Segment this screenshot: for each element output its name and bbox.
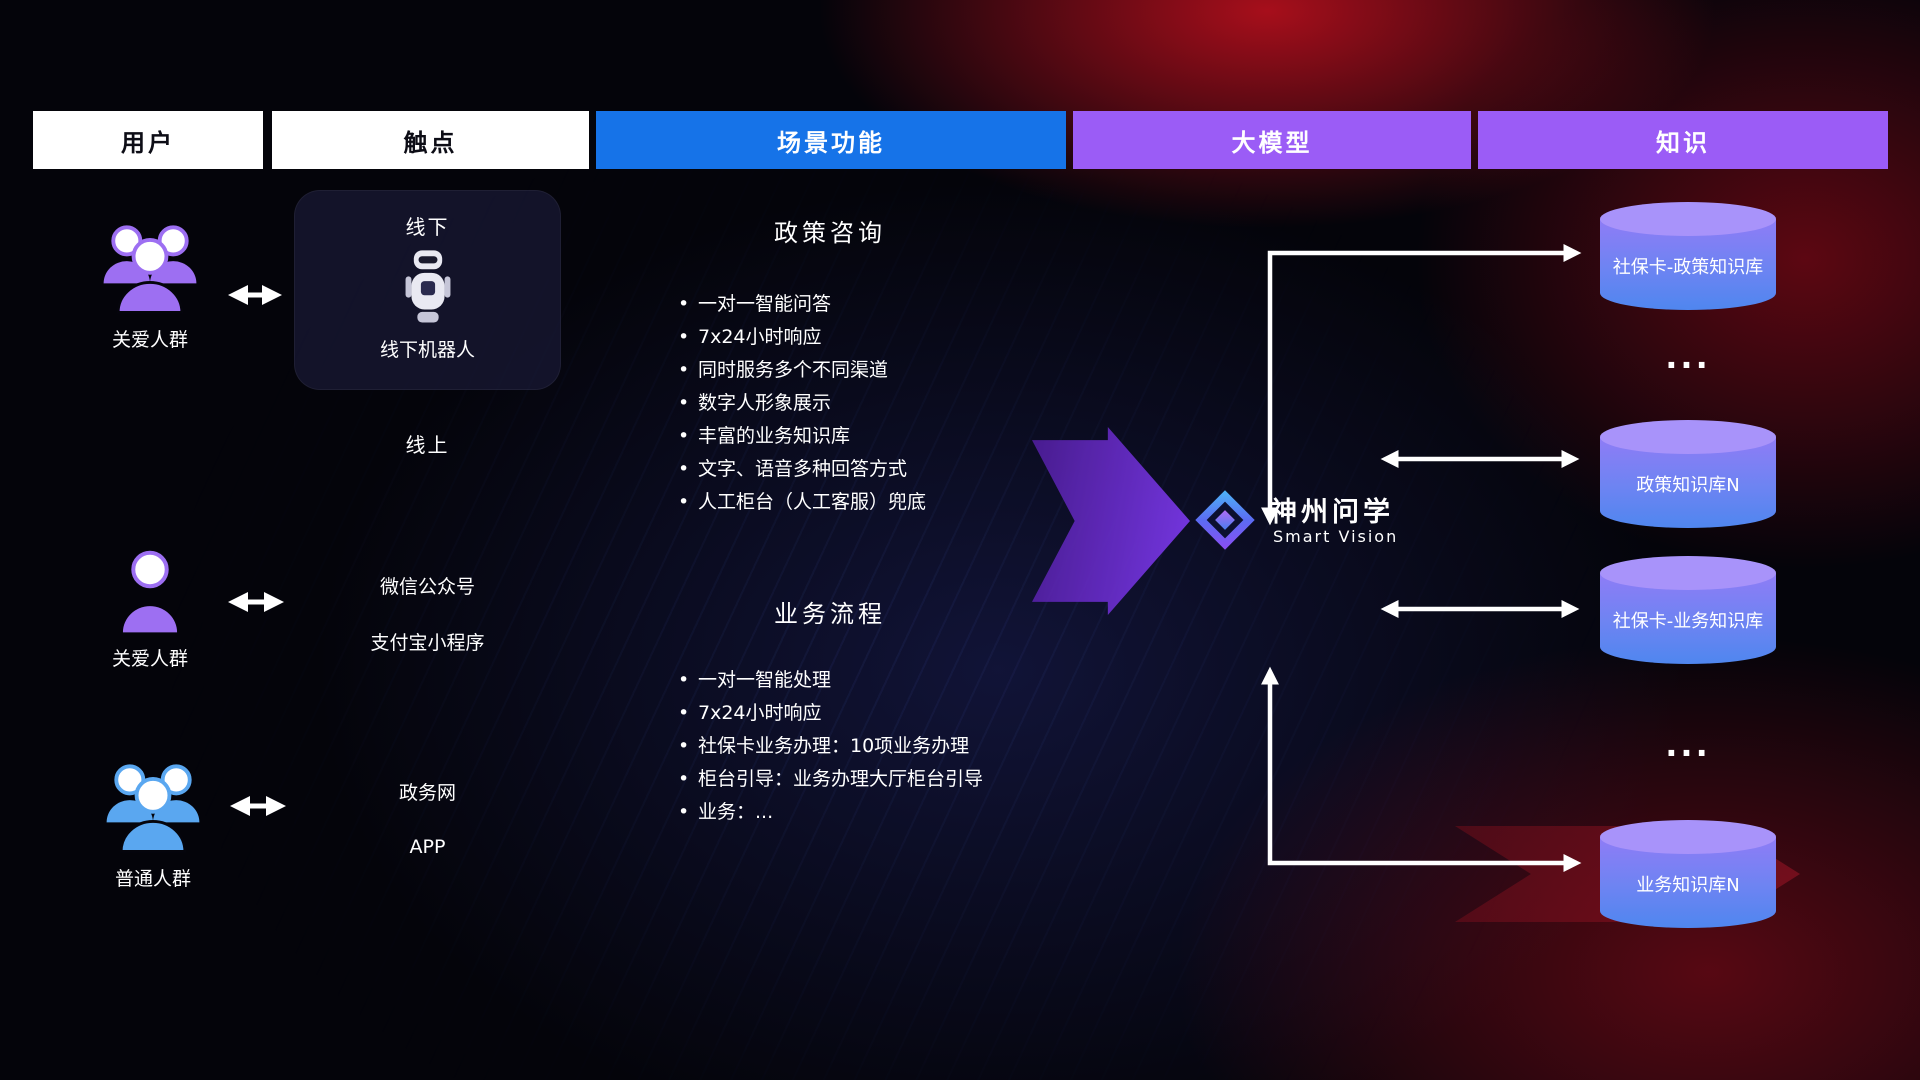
wechat-label: 微信公众号 [379,576,475,598]
header-label: 场景功能 [777,128,885,157]
header-cell-touchpoints: 触点 [272,111,589,169]
knowledge-db-policy-n: 政策知识库N [1600,420,1776,528]
scenario-item: 人工柜台（人工客服）兜底 [676,486,926,519]
user-single-icon [122,550,178,633]
scenario-item: 业务：... [676,796,983,829]
db-label: 社保卡-政策知识库 [1612,257,1764,278]
ellipsis: ... [1665,338,1711,376]
ellipsis: ... [1665,726,1711,764]
scenario-item: 7x24小时响应 [676,321,926,354]
user-label: 普通人群 [114,868,191,890]
header-cell-knowledge: 知识 [1478,111,1888,169]
user-label: 关爱人群 [111,648,188,670]
user-group-care-1: 关爱人群 [85,217,215,352]
online-title: 线上 [405,433,450,457]
scenario-item: 柜台引导：业务办理大厅柜台引导 [676,763,983,796]
db-label: 业务知识库N [1636,875,1740,896]
header-label: 大模型 [1231,128,1313,157]
header-cell-model: 大模型 [1073,111,1471,169]
scenario-item: 7x24小时响应 [676,697,983,730]
offline-robot-label: 线下机器人 [379,339,475,361]
user-group-icon [103,225,197,314]
user-label: 关爱人群 [111,329,188,351]
offline-touchpoint-box: 线下 线下机器人 [294,190,561,390]
scenario-item: 文字、语音多种回答方式 [676,453,926,486]
header-label: 触点 [403,128,458,157]
brand-subtitle: Smart Vision [1273,527,1399,546]
header-cell-scenarios: 场景功能 [596,111,1066,169]
brand-name: 神州问学 [1270,497,1394,528]
scenario-title-policy: 政策咨询 [774,219,886,247]
scenario-item: 数字人形象展示 [676,387,926,420]
gov-web-label: 政务网 [398,782,456,804]
scenario-title-business: 业务流程 [774,600,886,628]
scenario-item: 同时服务多个不同渠道 [676,354,926,387]
scenario-item: 一对一智能处理 [676,664,983,697]
arrow-model-to-policy-sscard-kb [1261,244,1582,526]
brand-logo-icon [1193,488,1257,552]
header-cell-users: 用户 [33,111,263,169]
scenario-list-business: 一对一智能处理 7x24小时响应 社保卡业务办理：10项业务办理 柜台引导：业务… [676,664,983,829]
scenario-list-policy: 一对一智能问答 7x24小时响应 同时服务多个不同渠道 数字人形象展示 丰富的业… [676,288,926,519]
user-single-care: 关爱人群 [90,548,210,671]
app-label: APP [409,836,446,858]
scenario-item: 丰富的业务知识库 [676,420,926,453]
user-group-general: 普通人群 [88,756,218,891]
scenario-item: 一对一智能问答 [676,288,926,321]
db-cylinder-top [1600,556,1776,590]
flow-arrow-icon [1032,427,1190,615]
user-group-icon [106,764,200,853]
offline-title: 线下 [405,215,450,239]
header-label: 知识 [1656,128,1710,157]
knowledge-db-business-n: 业务知识库N [1600,820,1776,928]
db-cylinder-top [1600,202,1776,236]
db-cylinder-top [1600,820,1776,854]
db-cylinder-top [1600,420,1776,454]
alipay-label: 支付宝小程序 [370,632,485,654]
knowledge-db-business-sscard: 社保卡-业务知识库 [1600,556,1776,664]
db-label: 社保卡-业务知识库 [1612,611,1764,632]
knowledge-db-policy-sscard: 社保卡-政策知识库 [1600,202,1776,310]
header-label: 用户 [121,128,175,157]
scenario-item: 社保卡业务办理：10项业务办理 [676,730,983,763]
robot-icon [295,247,560,331]
db-label: 政策知识库N [1636,475,1740,496]
